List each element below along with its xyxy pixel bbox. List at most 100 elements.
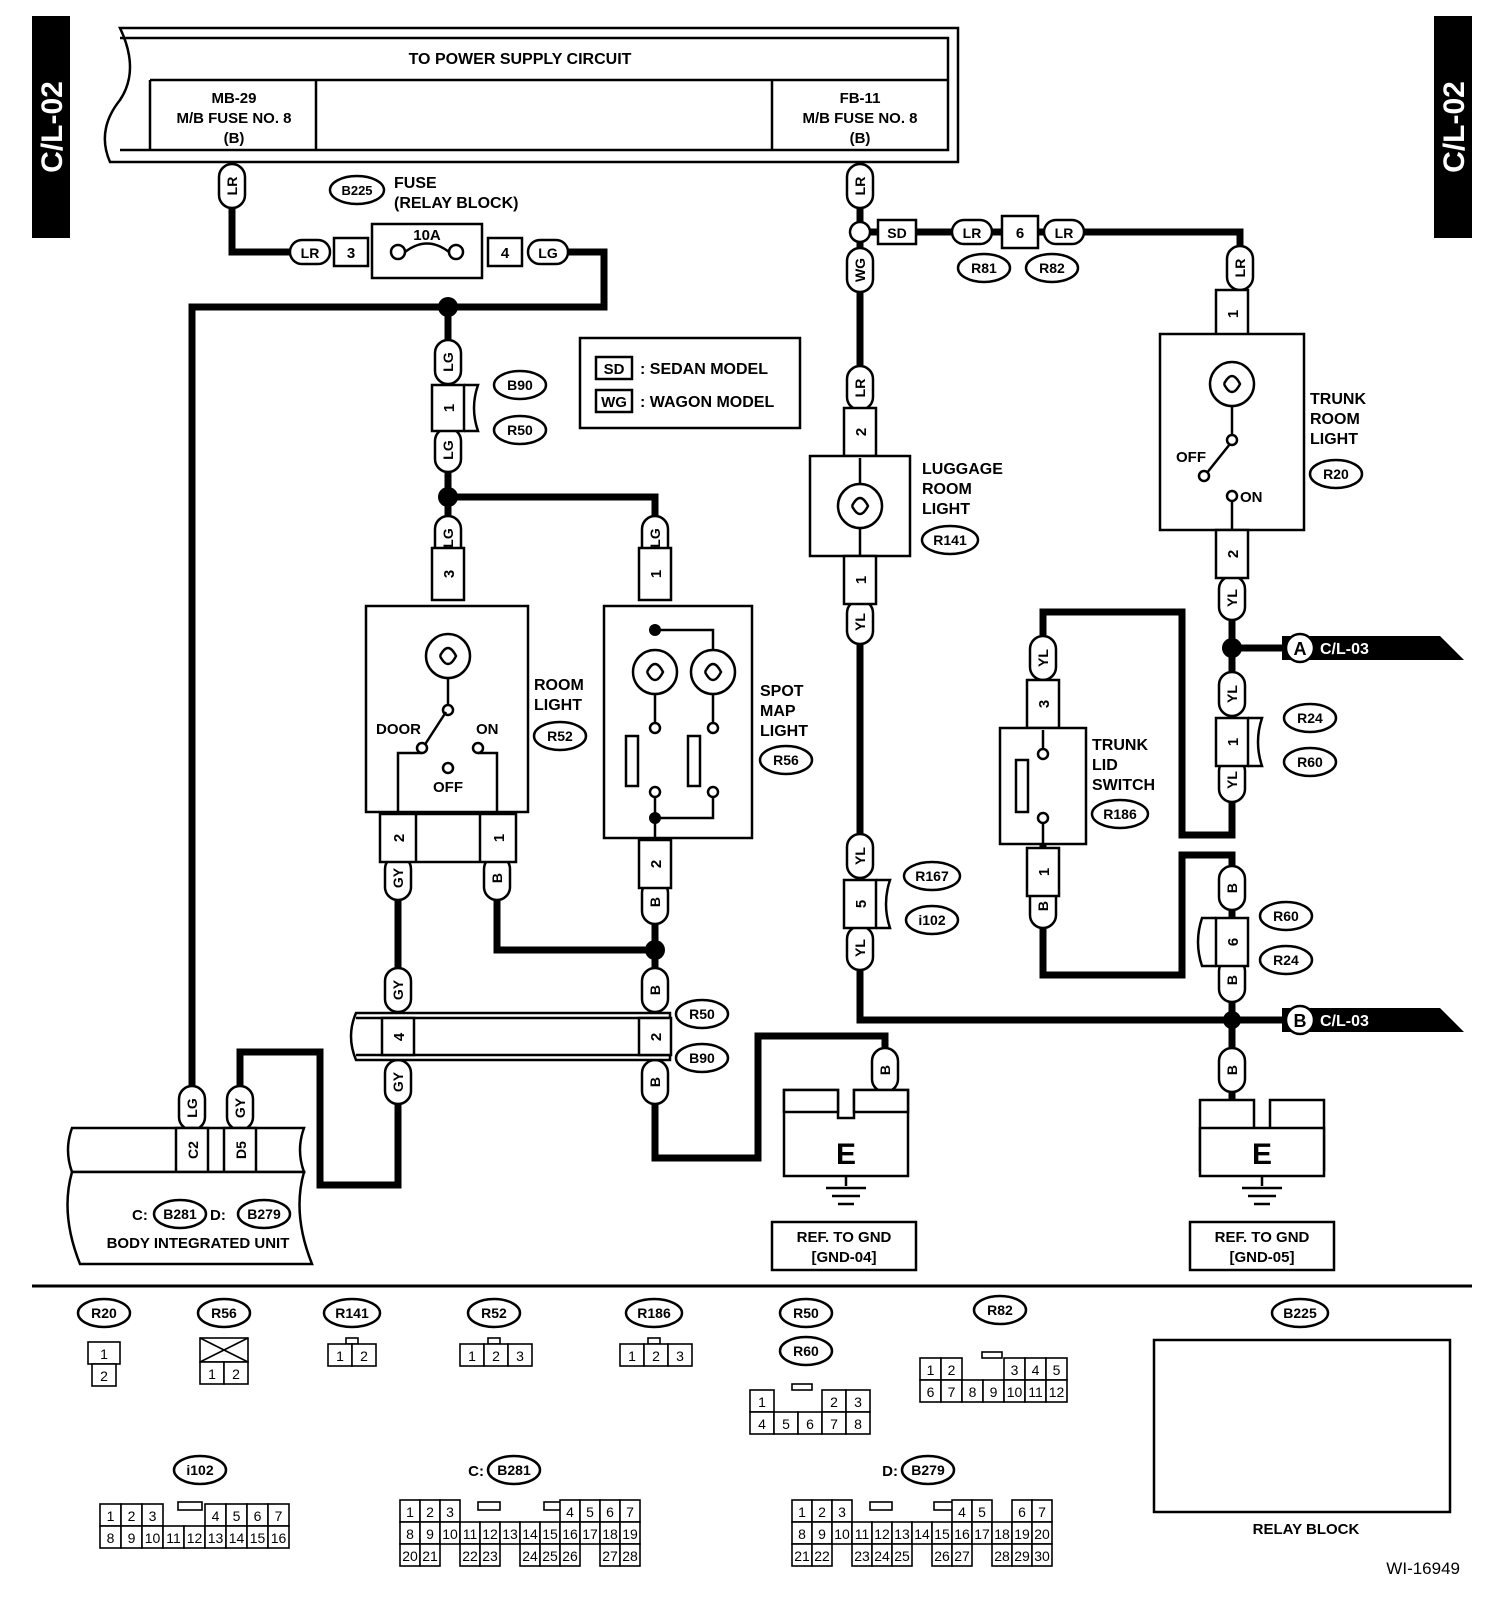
svg-text:20: 20: [402, 1548, 418, 1564]
svg-text:3: 3: [149, 1508, 157, 1524]
svg-text:27: 27: [954, 1548, 970, 1564]
svg-text:9: 9: [426, 1526, 434, 1542]
svg-text:i102: i102: [918, 912, 945, 928]
svg-text:1: 1: [441, 404, 458, 412]
svg-text:16: 16: [562, 1526, 578, 1542]
wire-color-text: B: [877, 1065, 893, 1075]
svg-text:LIGHT: LIGHT: [534, 697, 582, 714]
svg-text:B90: B90: [507, 377, 533, 393]
svg-text:R60: R60: [1273, 908, 1299, 924]
svg-text:1: 1: [798, 1504, 806, 1520]
svg-text:6: 6: [254, 1508, 262, 1524]
wire-color-text: LR: [224, 177, 240, 196]
wire-color-text: WG: [852, 258, 868, 282]
svg-text:4: 4: [1032, 1362, 1040, 1378]
svg-text:ROOM: ROOM: [534, 677, 584, 694]
svg-text:1: 1: [758, 1394, 766, 1410]
trunk-lid-switch: 3 1 TRUNK LID SWITCH R186: [998, 678, 1155, 898]
svg-text:20: 20: [1034, 1526, 1050, 1542]
svg-text:: SEDAN MODEL: : SEDAN MODEL: [640, 361, 768, 378]
svg-text:4: 4: [566, 1504, 574, 1520]
svg-text:2: 2: [853, 428, 870, 436]
svg-text:1: 1: [468, 1348, 476, 1364]
svg-text:LG: LG: [538, 245, 558, 261]
svg-text:2: 2: [818, 1504, 826, 1520]
svg-text:2: 2: [1225, 550, 1242, 558]
wire-color-text: B: [1224, 1065, 1240, 1075]
svg-text:R56: R56: [211, 1305, 237, 1321]
svg-text:LR: LR: [963, 225, 982, 241]
connector-r81-r82: SD LR 6 LR R81 R82: [876, 214, 1086, 284]
svg-text:5: 5: [853, 900, 870, 908]
svg-text:R20: R20: [91, 1305, 117, 1321]
svg-text:10: 10: [834, 1526, 850, 1542]
wire-color-text: LR: [852, 379, 868, 398]
svg-text:ON: ON: [476, 721, 499, 738]
wire-color-text: LG: [184, 1098, 200, 1118]
wire-color-text: B: [647, 985, 663, 995]
svg-text:R52: R52: [481, 1305, 507, 1321]
svg-text:1: 1: [927, 1362, 935, 1378]
svg-text:25: 25: [542, 1548, 558, 1564]
room-light: 3 DOOR ON OFF 2 1 ROOM LIGHT R52: [364, 546, 588, 864]
svg-text:11: 11: [855, 1526, 870, 1542]
svg-text:C/L-03: C/L-03: [1320, 1013, 1369, 1030]
svg-text:5: 5: [233, 1508, 241, 1524]
svg-text:TRUNK: TRUNK: [1092, 737, 1148, 754]
wire-color-text: GY: [390, 1071, 406, 1092]
svg-text:LID: LID: [1092, 757, 1118, 774]
svg-text:MB-29: MB-29: [211, 90, 256, 107]
wire-color-text: B: [647, 1077, 663, 1087]
svg-text:7: 7: [830, 1416, 838, 1432]
svg-text:5: 5: [1053, 1362, 1061, 1378]
svg-text:ON: ON: [1240, 489, 1263, 506]
svg-text:8: 8: [969, 1384, 977, 1400]
svg-text:2: 2: [426, 1504, 434, 1520]
svg-text:22: 22: [462, 1548, 478, 1564]
svg-text:SPOT: SPOT: [760, 683, 804, 700]
svg-text:E: E: [836, 1138, 856, 1171]
svg-text:M/B FUSE NO. 8: M/B FUSE NO. 8: [802, 110, 917, 127]
svg-text:D:: D:: [210, 1207, 226, 1224]
wire-color-text: YL: [852, 847, 868, 865]
svg-text:: WAGON MODEL: : WAGON MODEL: [640, 394, 774, 411]
svg-text:B279: B279: [247, 1206, 281, 1222]
svg-text:7: 7: [275, 1508, 283, 1524]
spot-map-light: 1 2 SPOT MAP LIGHT R56: [602, 546, 814, 890]
svg-text:29: 29: [1014, 1548, 1030, 1564]
svg-text:[GND-04]: [GND-04]: [811, 1249, 876, 1266]
svg-text:B279: B279: [911, 1462, 945, 1478]
svg-text:B: B: [1294, 1011, 1307, 1031]
svg-text:R167: R167: [915, 868, 949, 884]
svg-text:WG: WG: [601, 394, 627, 411]
svg-text:12: 12: [187, 1530, 203, 1546]
wire-color-text: YL: [852, 939, 868, 957]
svg-text:C/L-03: C/L-03: [1320, 641, 1369, 658]
svg-text:2: 2: [492, 1348, 500, 1364]
svg-text:24: 24: [874, 1548, 890, 1564]
svg-text:SD: SD: [604, 361, 625, 378]
svg-text:15: 15: [250, 1530, 266, 1546]
svg-text:14: 14: [229, 1530, 245, 1546]
wire-color-label: [845, 246, 875, 294]
svg-text:i102: i102: [186, 1462, 213, 1478]
svg-text:C:: C:: [132, 1207, 148, 1224]
svg-text:3: 3: [854, 1394, 862, 1410]
svg-text:ROOM: ROOM: [922, 481, 972, 498]
svg-text:3: 3: [1011, 1362, 1019, 1378]
wire-color-label: [845, 162, 875, 210]
power-supply-box: TO POWER SUPPLY CIRCUIT MB-29 M/B FUSE N…: [103, 26, 960, 164]
connector-r50-b90-lower: 4 4 2 R50 B90: [349, 998, 730, 1074]
svg-text:2: 2: [648, 1033, 665, 1041]
svg-text:R82: R82: [987, 1302, 1013, 1318]
connector-r60-r24-bottom: 6 R60 R24: [1196, 900, 1314, 976]
svg-text:8: 8: [406, 1526, 414, 1542]
svg-text:B281: B281: [163, 1206, 197, 1222]
svg-text:16: 16: [954, 1526, 970, 1542]
svg-text:2: 2: [232, 1366, 240, 1382]
svg-text:R141: R141: [933, 532, 967, 548]
svg-text:R24: R24: [1273, 952, 1299, 968]
svg-text:14: 14: [914, 1526, 930, 1542]
svg-text:1: 1: [1225, 738, 1242, 746]
svg-text:FUSE: FUSE: [394, 175, 437, 192]
